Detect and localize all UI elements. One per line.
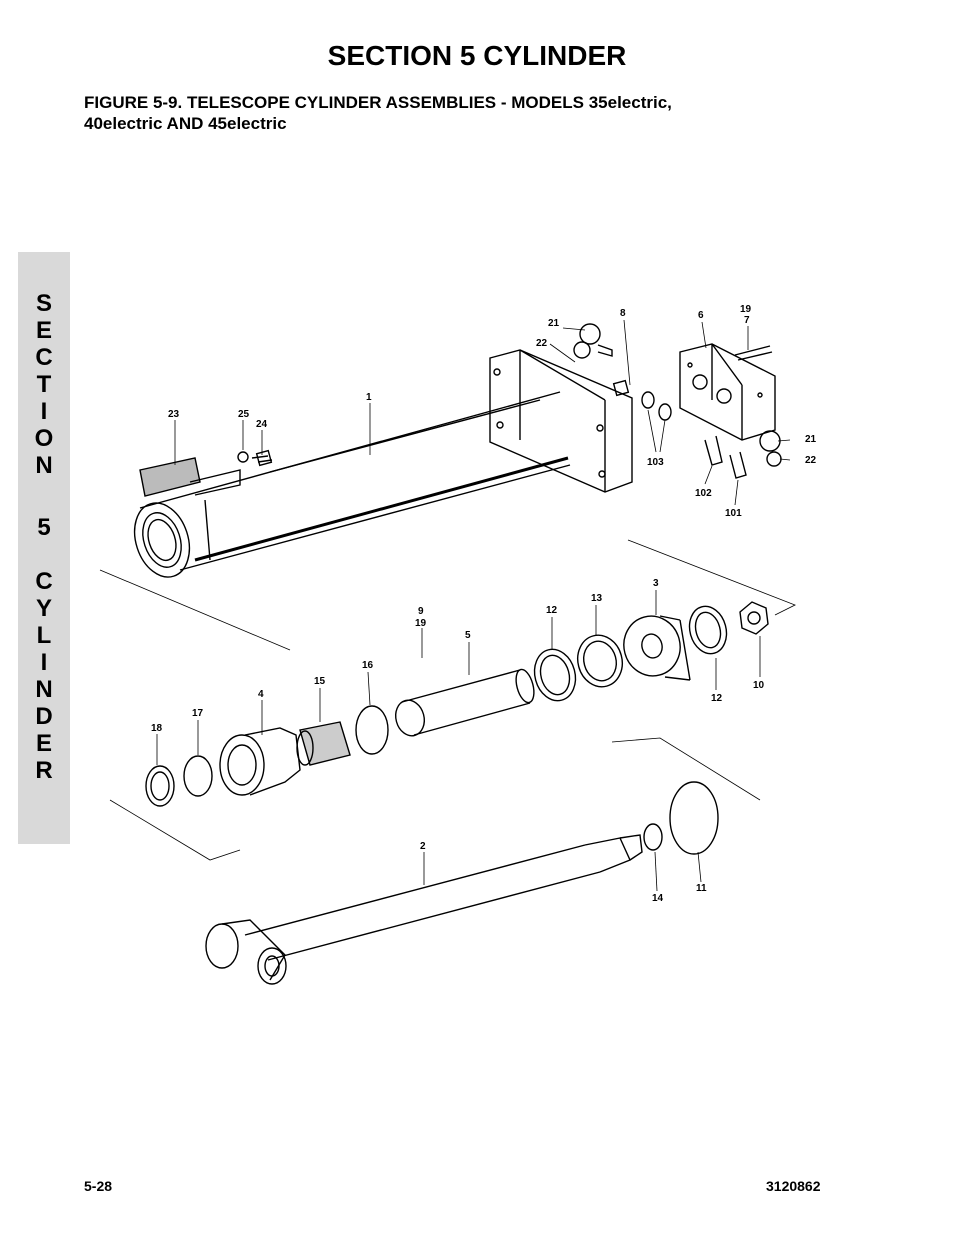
side-tab-letter: L — [36, 622, 52, 649]
snap-ring — [669, 781, 719, 855]
side-tab-letter: I — [40, 649, 48, 676]
side-tab-letter: T — [36, 371, 52, 398]
rod — [205, 834, 643, 985]
page-number: 5-28 — [84, 1178, 113, 1194]
fitting — [759, 430, 781, 452]
side-tab-letter: S — [35, 290, 52, 317]
side-tab-letter: C — [35, 344, 53, 371]
wear-ring — [296, 721, 351, 766]
washer — [237, 451, 249, 463]
callout-8: 8 — [620, 308, 626, 319]
fitting — [579, 323, 601, 345]
callout-25: 25 — [238, 409, 250, 420]
spacer-tube — [394, 668, 535, 737]
document-number: 3120862 — [766, 1178, 821, 1194]
side-tab-letter: Y — [35, 595, 52, 622]
wiper — [145, 765, 175, 807]
callout-5: 5 — [465, 630, 471, 641]
alignment-lines — [99, 539, 796, 861]
figure-title-line2: 40electric AND 45electric — [84, 114, 287, 133]
cylinder-head — [219, 727, 301, 796]
bracket — [139, 457, 241, 497]
side-tab-letter: N — [35, 452, 53, 479]
callout-15: 15 — [314, 676, 326, 687]
callout-19: 19 — [740, 304, 752, 315]
figure-title-line1: FIGURE 5-9. TELESCOPE CYLINDER ASSEMBLIE… — [84, 93, 672, 112]
callout-7: 7 — [744, 315, 750, 326]
barrel — [133, 391, 571, 578]
callout-22: 22 — [536, 338, 548, 349]
side-tab-letter: 5 — [37, 514, 51, 541]
callout-12: 12 — [711, 693, 723, 704]
callout-14: 14 — [652, 893, 664, 904]
callout-10: 10 — [753, 680, 765, 691]
callout-13: 13 — [591, 593, 603, 604]
seal — [183, 755, 213, 797]
callout-1: 1 — [366, 392, 372, 403]
side-tab-letter: C — [35, 568, 53, 595]
figure-title: FIGURE 5-9. TELESCOPE CYLINDER ASSEMBLIE… — [84, 92, 844, 134]
holding-valve — [679, 343, 776, 479]
callout-4: 4 — [258, 689, 264, 700]
callout-3: 3 — [653, 578, 659, 589]
callout-9: 9 — [418, 606, 424, 617]
callout-23: 23 — [168, 409, 180, 420]
side-tab-letter: N — [35, 676, 53, 703]
side-tab-letter: R — [35, 757, 53, 784]
callout-16: 16 — [362, 660, 374, 671]
valve-bolt — [734, 345, 773, 361]
callout-101: 101 — [725, 508, 742, 519]
o-ring — [643, 823, 663, 851]
callout-24: 24 — [256, 419, 268, 430]
side-tab: S E C T I O N 5 C Y L I N D E R — [18, 252, 70, 844]
side-tab-letter: E — [35, 730, 52, 757]
callout-21: 21 — [805, 434, 817, 445]
bolt — [251, 455, 273, 463]
side-tab-letter: I — [40, 398, 48, 425]
side-tab-letter: O — [34, 425, 54, 452]
callout-18: 18 — [151, 723, 163, 734]
section-title: SECTION 5 CYLINDER — [327, 40, 627, 71]
callout-22: 22 — [805, 455, 817, 466]
piston-group — [533, 601, 769, 702]
callout-19: 19 — [415, 618, 427, 629]
callout-11: 11 — [696, 883, 707, 894]
callout-2: 2 — [420, 841, 426, 852]
o-ring — [355, 705, 389, 755]
callout-12: 12 — [546, 605, 558, 616]
callout-17: 17 — [192, 708, 204, 719]
side-tab-letter: E — [35, 317, 52, 344]
callout-21: 21 — [548, 318, 560, 329]
flange-plate — [489, 349, 633, 493]
callout-102: 102 — [695, 488, 712, 499]
side-tab-letter: D — [35, 703, 53, 730]
callout-103: 103 — [647, 457, 664, 468]
callout-6: 6 — [698, 310, 704, 321]
leader-lines — [156, 319, 791, 892]
